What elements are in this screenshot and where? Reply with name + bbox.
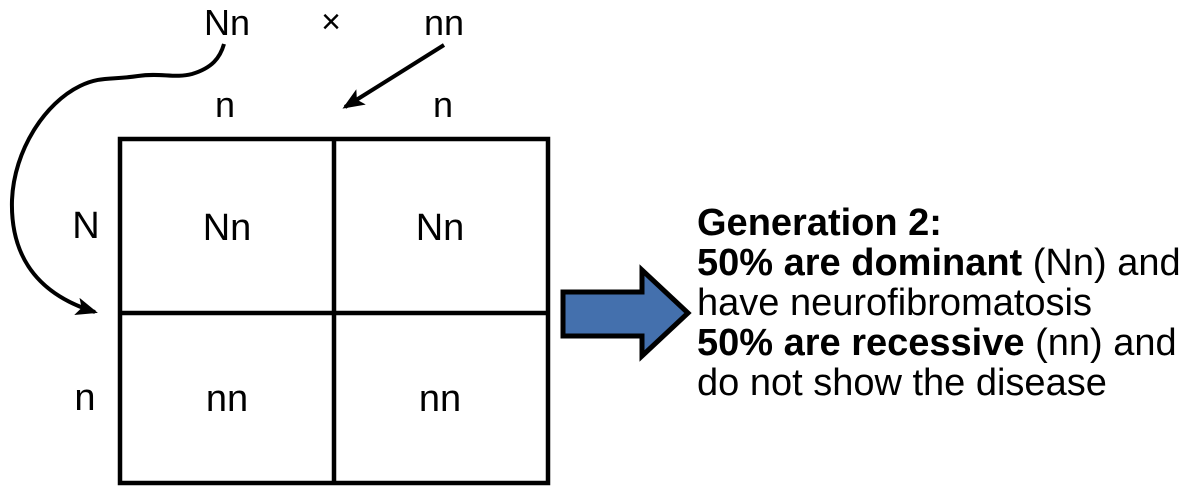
col-header-2: n [432,84,454,125]
col-header-1: n [214,84,236,125]
cross-symbol: × [321,3,341,41]
caption-line-no-disease: do not show the disease [697,363,1185,403]
punnett-cell-1-1: nn [418,378,462,420]
row-header-1: N [72,205,100,247]
punnett-cell-1-0: nn [205,378,249,420]
parent1-genotype: Nn [203,2,251,43]
row-header-2: n [74,377,96,419]
parent2-genotype: nn [423,2,465,43]
generation2-caption: Generation 2: 50% are dominant (Nn) and … [697,203,1185,403]
caption-title: Generation 2: [697,203,1185,243]
punnett-cell-0-0: Nn [202,207,252,249]
punnett-cell-0-1: Nn [415,207,465,249]
caption-line-dominant: 50% are dominant (Nn) and [697,243,1185,283]
straight-arrow-parent2 [342,43,446,109]
caption-line-recessive: 50% are recessive (nn) and [697,323,1185,363]
block-arrow-right [560,264,692,362]
caption-dominant-bold: 50% are dominant [697,242,1023,284]
caption-recessive-bold: 50% are recessive [697,322,1025,364]
caption-title-text: Generation 2: [697,202,942,244]
caption-recessive-rest: (nn) and [1024,322,1177,364]
caption-neurofibromatosis-text: have neurofibromatosis [697,282,1092,324]
caption-dominant-rest: (Nn) and [1022,242,1181,284]
curved-arrow-parent1 [9,43,226,316]
caption-line-neurofibromatosis: have neurofibromatosis [697,283,1185,323]
punnett-grid [117,136,551,486]
caption-no-disease-text: do not show the disease [697,362,1107,404]
